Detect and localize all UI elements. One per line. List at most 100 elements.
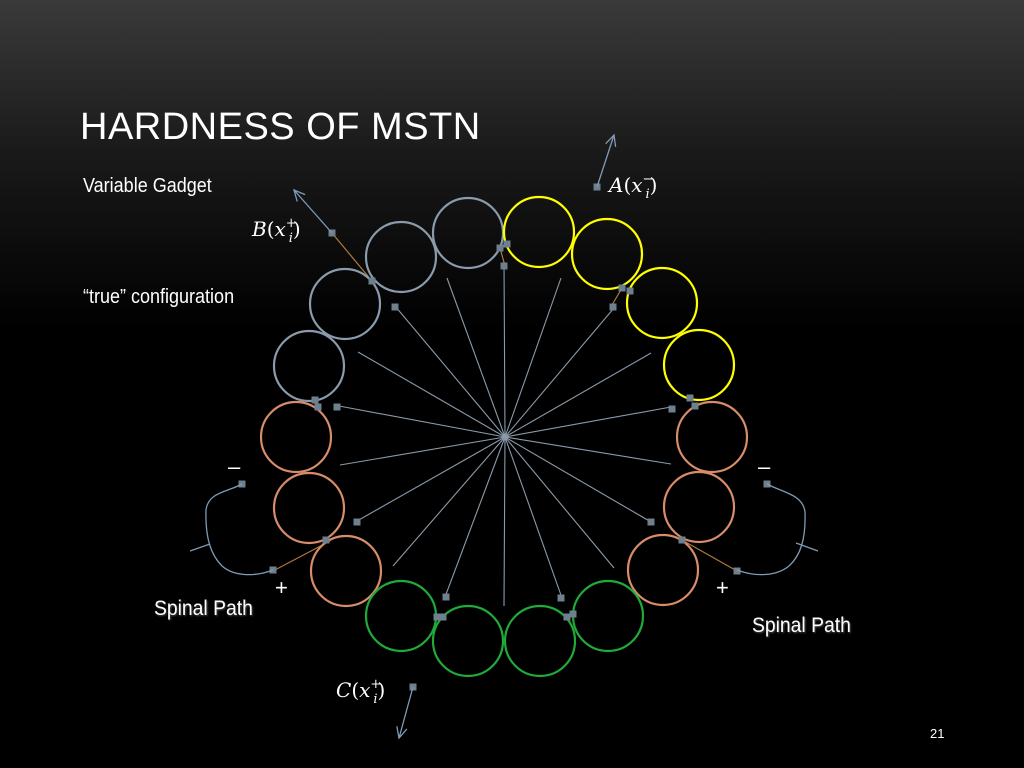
spoke	[504, 436, 652, 523]
label-c-sup: +	[370, 677, 381, 692]
spoke	[356, 436, 506, 522]
spoke	[503, 261, 506, 438]
label-a-sub: i	[645, 187, 649, 202]
node-square	[733, 567, 741, 575]
spoke	[504, 352, 652, 438]
yellow-circle	[502, 195, 576, 269]
node-square	[686, 394, 694, 402]
label-a-sup: −	[643, 172, 654, 187]
orange-circle	[675, 400, 749, 474]
orange-circle	[272, 471, 346, 545]
spoke	[504, 277, 562, 438]
yellow-circle	[570, 217, 644, 291]
slide-title: HARDNESS OF MSTN	[80, 106, 481, 148]
spoke	[339, 436, 506, 466]
right-spinal-path-curve	[736, 483, 806, 576]
node-square	[333, 403, 341, 411]
label-b-x-plus: B(x+i)	[251, 216, 301, 246]
label-c-x-plus: C(x+i)	[336, 677, 385, 707]
node-square	[500, 262, 508, 270]
gray-circle	[364, 220, 438, 294]
spoke	[504, 307, 615, 438]
node-square	[668, 405, 676, 413]
gadget-subtitle: Variable Gadget	[83, 175, 212, 197]
page-number: 21	[930, 726, 945, 741]
gray-circle	[272, 329, 346, 403]
right-minus-sign: –	[758, 454, 771, 479]
node-square	[609, 303, 617, 311]
label-b-var: x	[275, 217, 286, 241]
orange-circle	[626, 533, 700, 607]
arrow-head	[396, 726, 408, 740]
connector-line	[331, 232, 373, 282]
orange-circle	[662, 470, 736, 544]
orange-circle	[259, 400, 333, 474]
configuration-label: “true” configuration	[83, 286, 235, 308]
node-square	[691, 402, 699, 410]
spoke	[446, 277, 506, 438]
right-plus-sign: +	[716, 575, 729, 600]
arrows	[293, 133, 617, 740]
spoke	[503, 436, 506, 607]
left-plus-sign: +	[275, 575, 288, 600]
node-square	[557, 594, 565, 602]
spoke	[504, 406, 672, 438]
arrow-shaft	[398, 686, 414, 739]
yellow-circle	[625, 266, 699, 340]
node-square	[322, 536, 330, 544]
right-spinal-tick	[795, 542, 819, 552]
orange-circle	[309, 534, 383, 608]
arrow-shaft	[596, 134, 615, 188]
label-c-sub: i	[373, 692, 377, 707]
node-square	[391, 303, 399, 311]
node-square	[569, 610, 577, 618]
spoke	[392, 436, 506, 567]
green-circle	[571, 579, 645, 653]
node-square	[503, 240, 511, 248]
node-square	[647, 518, 655, 526]
label-c-letter: C	[336, 678, 351, 702]
node-square	[563, 613, 571, 621]
spoke	[504, 436, 672, 465]
node-square	[314, 403, 322, 411]
yellow-circle	[662, 328, 736, 402]
label-b-sup: +	[286, 216, 297, 231]
node-square	[311, 396, 319, 404]
node-square	[433, 613, 441, 621]
green-circle	[364, 579, 438, 653]
left-minus-sign: –	[228, 454, 241, 479]
node-square	[496, 244, 504, 252]
right-spinal-path-label: Spinal Path	[752, 614, 851, 637]
label-a-x-minus: A(x−i)	[607, 172, 657, 202]
node-square	[368, 277, 376, 285]
left-spinal-path-label: Spinal Path	[154, 597, 253, 620]
node-square	[353, 518, 361, 526]
spoke	[338, 405, 506, 438]
node-square	[626, 287, 634, 295]
label-a-letter: A	[607, 173, 623, 197]
gray-circle	[431, 196, 505, 270]
spoke	[357, 351, 506, 438]
spoke	[394, 305, 506, 438]
left-spinal-path-curve	[205, 483, 274, 576]
arrow-head	[605, 133, 617, 147]
node-square	[678, 536, 686, 544]
label-a-var: x	[631, 173, 642, 197]
green-circle	[503, 604, 577, 678]
node-square	[439, 613, 447, 621]
connector-line	[681, 539, 738, 572]
arrow-shaft	[293, 189, 333, 234]
circles	[259, 195, 749, 678]
node-square	[442, 593, 450, 601]
label-b-sub: i	[289, 231, 293, 246]
gray-circle	[308, 267, 382, 341]
left-spinal-tick	[189, 543, 211, 552]
node-square	[618, 284, 626, 292]
spoke	[504, 436, 563, 599]
label-b-letter: B	[251, 217, 267, 241]
arrow-head	[293, 188, 306, 202]
label-c-var: x	[359, 678, 370, 702]
spoke	[444, 436, 506, 598]
spokes	[338, 261, 672, 607]
